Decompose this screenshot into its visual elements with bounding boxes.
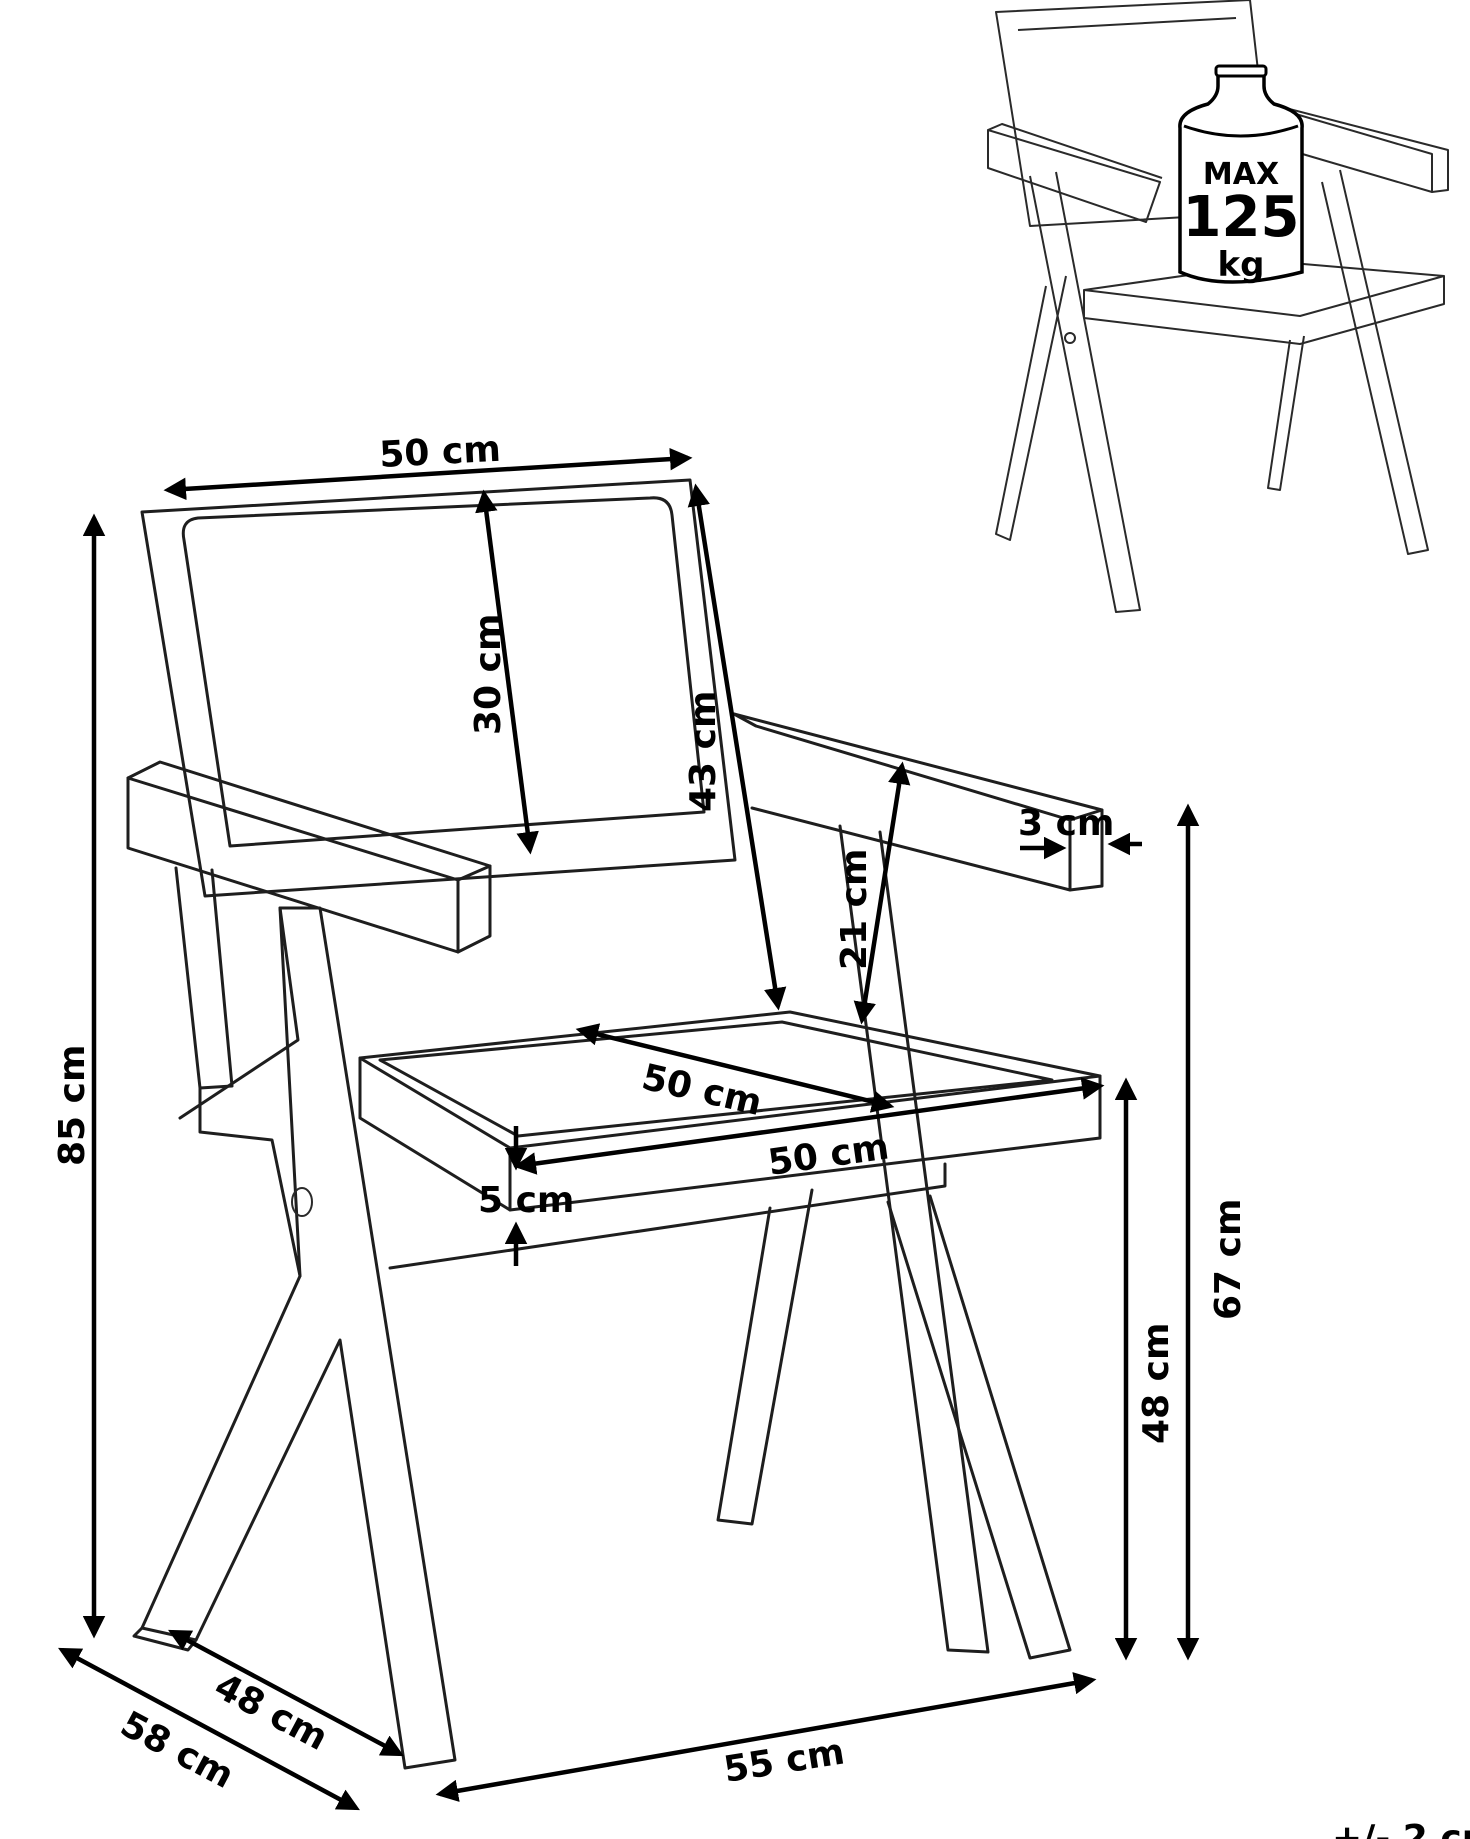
bolt-detail [291, 1187, 313, 1217]
label-armrest-thickness: 3 cm [1018, 803, 1114, 844]
label-total-height: 85 cm [52, 1045, 93, 1166]
label-armrest-above-seat: 21 cm [834, 849, 875, 970]
rear-left-leg [174, 866, 234, 1090]
tolerance-note: +/- 2 cm [1332, 1818, 1470, 1839]
front-left-leg [140, 906, 457, 1770]
rear-right-leg [838, 824, 990, 1654]
weight-badge: MAX 125 kg [1178, 64, 1304, 285]
backrest-frame [140, 478, 737, 898]
dimension-lines: 50 cm 30 cm 43 cm 21 cm 3 cm 50 cm 50 cm… [52, 429, 1249, 1811]
label-seat-depth: 50 cm [638, 1057, 766, 1124]
badge-weight-unit: kg [1218, 245, 1265, 285]
label-armrest-height: 67 cm [1208, 1199, 1249, 1320]
weight-badge-shape [1178, 70, 1304, 284]
badge-max-label: MAX [1203, 157, 1279, 192]
label-backrest-height: 30 cm [468, 614, 509, 735]
label-seat-thickness: 5 cm [478, 1180, 574, 1221]
badge-weight-value: 125 [1183, 185, 1300, 250]
right-armrest [732, 712, 1104, 892]
label-total-depth: 58 cm [114, 1704, 241, 1797]
label-seat-height: 48 cm [1136, 1323, 1177, 1444]
label-leg-depth: 48 cm [208, 1666, 335, 1759]
label-seat-width: 50 cm [766, 1126, 892, 1184]
label-backrest-width: 50 cm [378, 429, 501, 476]
front-right-leg [716, 1188, 814, 1526]
main-chair-drawing [126, 478, 1104, 1770]
label-top-rail-height: 43 cm [683, 691, 724, 812]
